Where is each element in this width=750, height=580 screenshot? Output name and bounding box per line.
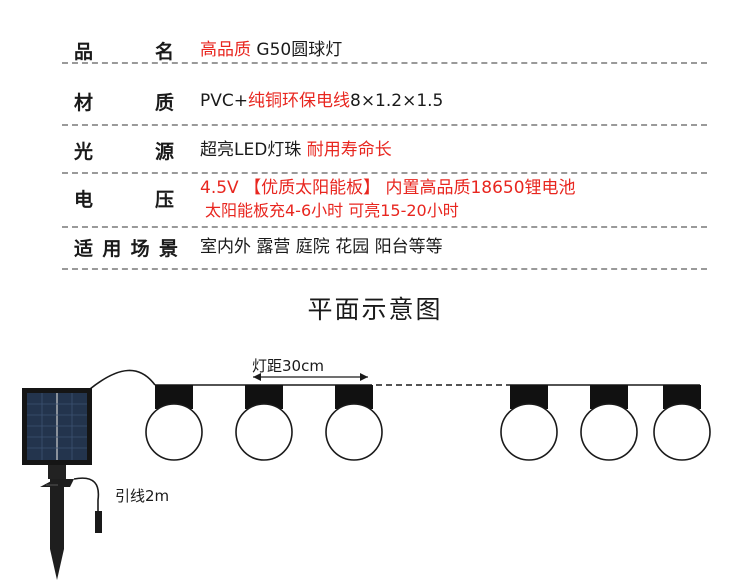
label-char: 用	[102, 237, 122, 260]
spec-value: 室内外 露营 庭院 花园 阳台等等	[200, 236, 443, 258]
layout-diagram: 灯距30cm	[22, 357, 711, 580]
bulb-globe	[325, 403, 383, 461]
spec-row-light-source: 光 源 超亮LED灯珠 耐用寿命长	[0, 128, 750, 172]
spec-row-voltage: 电 压 4.5V 【优质太阳能板】 内置高品质18650锂电池 太阳能板充4-6…	[0, 175, 750, 227]
spec-row-usage: 适 用 场 景 室内外 露营 庭院 花园 阳台等等	[0, 232, 750, 276]
value-highlight: 太阳能板充4-6小时 可亮15-20小时	[205, 201, 459, 220]
bulb-globe	[235, 403, 293, 461]
lead-connector	[95, 511, 102, 533]
label-char: 适	[74, 237, 94, 260]
divider	[62, 62, 707, 64]
divider-row	[0, 268, 750, 312]
divider-row	[0, 62, 750, 106]
spec-value: PVC+纯铜环保电线8×1.2×1.5	[200, 90, 443, 112]
spacing-label: 灯距30cm	[252, 357, 324, 375]
value-text: G50圆球灯	[251, 40, 343, 60]
label-char: 景	[158, 237, 178, 260]
label-char: 压	[154, 188, 174, 211]
wire-to-panel	[89, 369, 156, 390]
label-char: 材	[74, 91, 94, 114]
label-char: 质	[154, 91, 174, 114]
value-highlight: 4.5V 【优质太阳能板】 内置高品质18650锂电池	[200, 178, 576, 198]
value-highlight: 高品质	[200, 40, 251, 60]
bulb-globe	[145, 403, 203, 461]
spec-row-material: 材 质 PVC+纯铜环保电线8×1.2×1.5	[0, 77, 750, 121]
spec-value: 高品质 G50圆球灯	[200, 39, 342, 61]
lead-wire	[73, 477, 100, 531]
bulb	[500, 385, 558, 461]
bulb-globe	[500, 403, 558, 461]
value-text: PVC+	[200, 91, 248, 111]
bulb	[235, 385, 293, 461]
divider	[62, 226, 707, 228]
value-text: 8×1.2×1.5	[350, 91, 444, 111]
label-char: 电	[74, 188, 94, 211]
divider	[62, 172, 707, 174]
spec-row-name: 品 名 高品质 G50圆球灯	[0, 28, 750, 72]
lead-label: 引线2m	[115, 487, 169, 505]
divider-row	[0, 172, 750, 216]
spec-label: 适 用 场 景	[74, 235, 178, 260]
value-highlight: 纯铜环保电线	[248, 91, 350, 111]
bulb	[325, 385, 383, 461]
value-text: 室内外 露营 庭院 花园 阳台等等	[200, 237, 443, 257]
divider-row	[0, 226, 750, 270]
label-char: 源	[154, 140, 174, 163]
label-char: 品	[74, 40, 94, 63]
bulb	[145, 385, 203, 461]
divider-row	[0, 124, 750, 168]
spec-label: 材 质	[74, 89, 174, 114]
divider	[62, 124, 707, 126]
spec-value: 超亮LED灯珠 耐用寿命长	[200, 139, 392, 161]
spec-label: 光 源	[74, 138, 174, 163]
arrow-left-icon	[253, 373, 261, 381]
label-char: 场	[130, 237, 150, 260]
label-char: 光	[74, 140, 94, 163]
arrow-right-icon	[360, 373, 368, 381]
label-char: 名	[154, 40, 174, 63]
spec-label: 品 名	[74, 38, 174, 63]
bulb	[653, 385, 711, 461]
spec-label: 电 压	[74, 186, 174, 211]
section-title: 平面示意图	[307, 295, 443, 324]
divider	[62, 268, 707, 270]
bulb	[580, 385, 638, 461]
solar-panel-icon	[22, 388, 92, 479]
solar-panel-mount	[48, 465, 66, 479]
ground-stake-icon	[40, 479, 74, 580]
value-highlight: 耐用寿命长	[306, 140, 392, 160]
bulb-globe	[580, 403, 638, 461]
value-text: 超亮LED灯珠	[200, 140, 307, 160]
bulb-globe	[653, 403, 711, 461]
